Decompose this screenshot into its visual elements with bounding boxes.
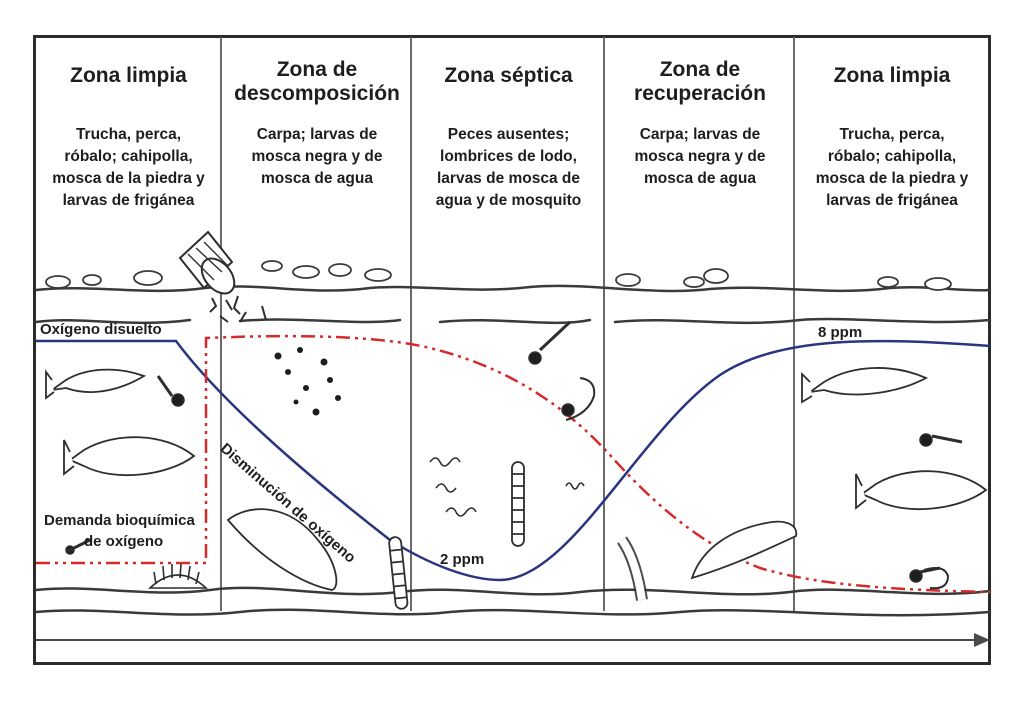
zone-3-description: Peces ausentes; lombrices de lodo, larva…	[435, 126, 582, 209]
stone	[877, 276, 899, 288]
zone-5-title: Zona limpia	[833, 64, 951, 87]
river-bed-lower	[34, 608, 992, 617]
bod-label-line2: de oxígeno	[84, 533, 164, 550]
sediment-particles	[274, 347, 341, 416]
zone-3-title: Zona séptica	[444, 64, 573, 87]
mosquito-larva-icon	[388, 461, 648, 610]
river-bed	[34, 586, 992, 596]
stone	[924, 277, 952, 291]
zone-5-description: Trucha, perca, róbalo; cahipolla, mosca …	[815, 126, 969, 209]
zone-1-title: Zona limpia	[70, 64, 187, 87]
fish-icon	[45, 367, 988, 591]
insect-larva-icon	[65, 320, 963, 590]
diagram-frame	[33, 35, 991, 665]
bod-curve	[36, 334, 991, 594]
zone-1-description: Trucha, perca, róbalo; cahipolla, mosca …	[52, 126, 205, 209]
stone	[261, 260, 283, 272]
stone	[615, 273, 641, 287]
water-surface	[34, 317, 992, 325]
zone-2-description: Carpa; larvas de mosca negra y de mosca …	[251, 126, 383, 187]
bod-label-line1: Demanda bioquímica	[44, 512, 195, 529]
stone	[45, 275, 71, 289]
stone	[328, 263, 352, 277]
river-bank-top	[34, 284, 992, 293]
stone	[133, 270, 163, 286]
stone	[364, 268, 392, 282]
sludge-worm-icon	[429, 457, 585, 517]
stone	[683, 276, 705, 288]
zone-2-title: Zona de descomposición	[234, 58, 400, 105]
stone	[82, 274, 102, 286]
max-oxygen-value: 8 ppm	[818, 324, 863, 341]
sewage-pipe-icon	[178, 230, 267, 323]
stone	[703, 268, 729, 284]
dissolved-oxygen-curve	[36, 339, 991, 582]
dissolved-oxygen-label: Oxígeno disuelto	[40, 321, 162, 338]
stone	[292, 265, 320, 279]
flow-arrow	[36, 633, 990, 647]
caddisfly-case-icon	[147, 563, 209, 589]
zone-4-title: Zona de recuperación	[634, 58, 766, 105]
min-oxygen-value: 2 ppm	[440, 551, 485, 568]
zone-4-description: Carpa; larvas de mosca negra y de mosca …	[634, 126, 766, 187]
